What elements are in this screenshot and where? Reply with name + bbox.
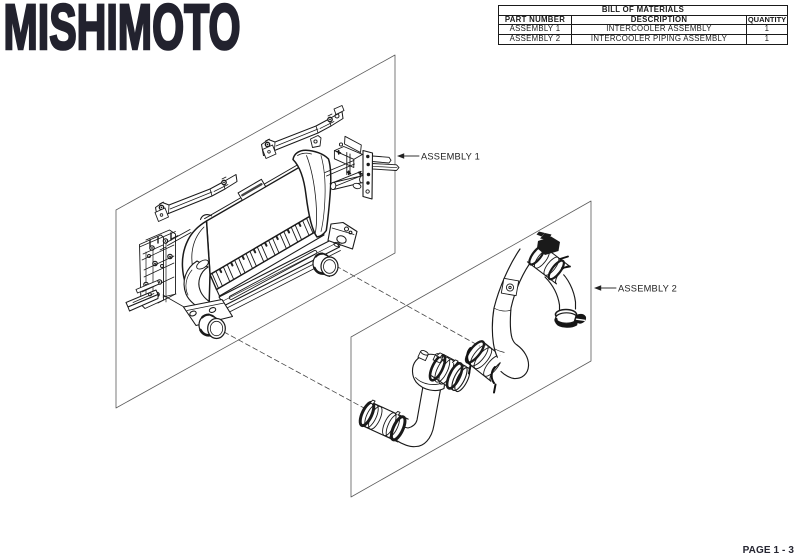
svg-text:MISHIMOTO: MISHIMOTO bbox=[4, 0, 241, 60]
svg-text:ASSEMBLY 1: ASSEMBLY 1 bbox=[421, 152, 480, 162]
svg-text:ASSEMBLY 2: ASSEMBLY 2 bbox=[618, 284, 677, 294]
